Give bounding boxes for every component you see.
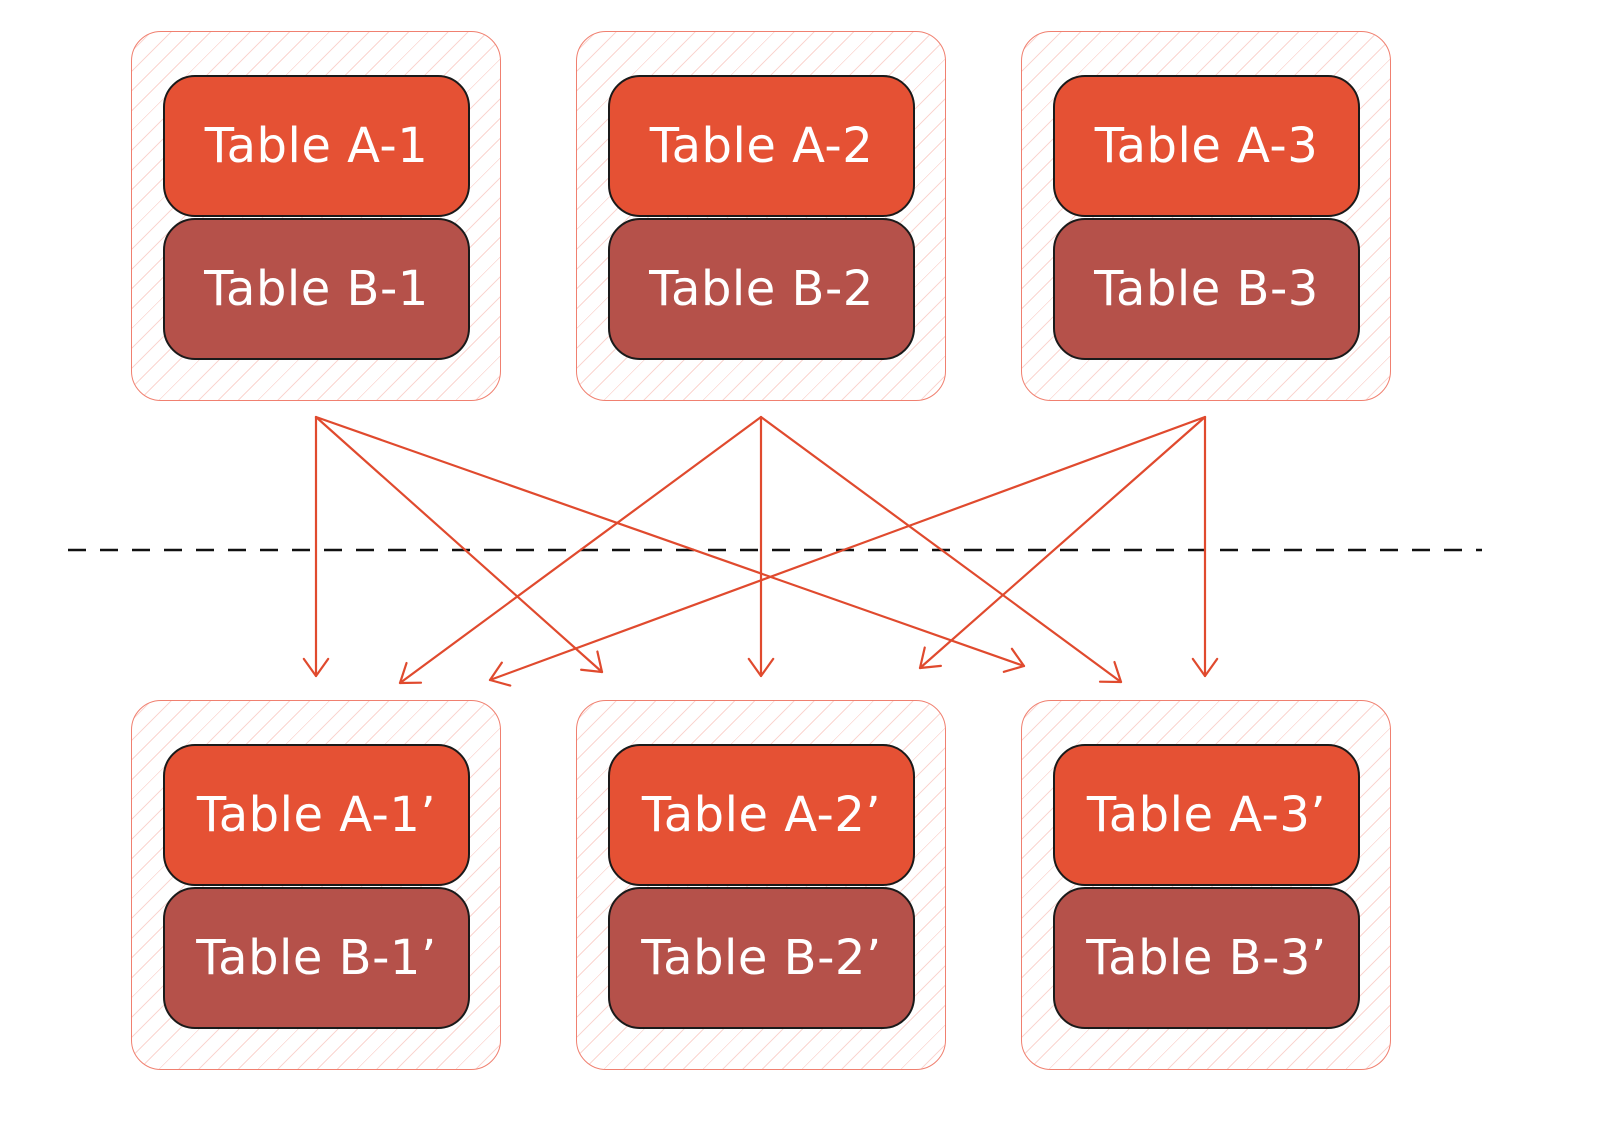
- target-table-b-1[interactable]: Table B-1’: [163, 887, 470, 1029]
- target-table-b-3[interactable]: Table B-3’: [1053, 887, 1360, 1029]
- arrow-2-to-2: [747, 415, 775, 678]
- source-table-a-2[interactable]: Table A-2: [608, 75, 915, 217]
- target-group-2: Table A-2’ Table B-2’: [576, 700, 946, 1070]
- source-table-b-1[interactable]: Table B-1: [163, 218, 470, 360]
- arrow-3-to-3: [1191, 415, 1219, 678]
- source-table-b-2[interactable]: Table B-2: [608, 218, 915, 360]
- source-table-b-3[interactable]: Table B-3: [1053, 218, 1360, 360]
- arrow-1-to-2: [314, 415, 604, 674]
- source-table-a-3[interactable]: Table A-3: [1053, 75, 1360, 217]
- target-table-a-1[interactable]: Table A-1’: [163, 744, 470, 886]
- target-group-1: Table A-1’ Table B-1’: [131, 700, 501, 1070]
- target-table-a-2[interactable]: Table A-2’: [608, 744, 915, 886]
- arrow-2-to-1: [398, 415, 763, 685]
- source-table-a-1[interactable]: Table A-1: [163, 75, 470, 217]
- target-table-b-2[interactable]: Table B-2’: [608, 887, 915, 1029]
- arrow-3-to-2: [918, 415, 1207, 670]
- target-table-a-3[interactable]: Table A-3’: [1053, 744, 1360, 886]
- arrow-1-to-3: [314, 415, 1026, 673]
- source-group-1: Table A-1 Table B-1: [131, 31, 501, 401]
- target-group-3: Table A-3’ Table B-3’: [1021, 700, 1391, 1070]
- source-group-2: Table A-2 Table B-2: [576, 31, 946, 401]
- arrow-3-to-1: [488, 415, 1207, 687]
- source-group-3: Table A-3 Table B-3: [1021, 31, 1391, 401]
- arrow-2-to-3: [759, 415, 1123, 684]
- arrow-1-to-1: [302, 415, 330, 678]
